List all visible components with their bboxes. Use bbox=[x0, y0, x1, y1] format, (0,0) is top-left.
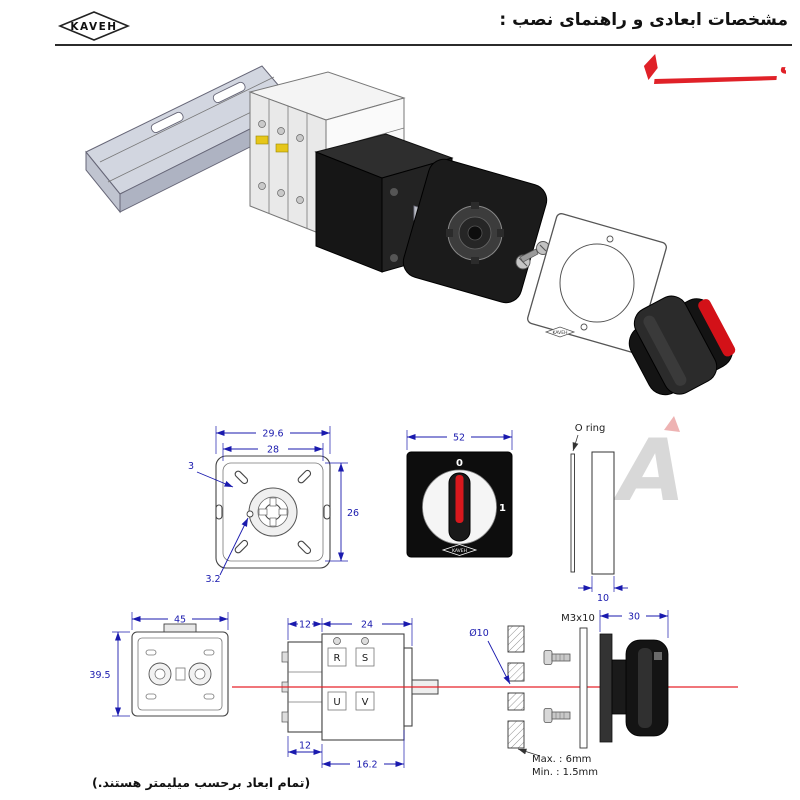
position-one-label: 1 bbox=[499, 503, 506, 514]
exploded-assembly-view: KAVEH bbox=[85, 65, 736, 396]
dim-label-10: 10 bbox=[597, 593, 609, 604]
dim-label-12-bottom: 12 bbox=[299, 741, 311, 752]
terminal-s-label: S bbox=[362, 653, 368, 664]
dim-panel-hole: Ø10 bbox=[469, 628, 511, 685]
position-zero-label: 0 bbox=[456, 458, 463, 469]
header-divider bbox=[55, 44, 792, 46]
dim-rear-height: 26 bbox=[325, 462, 359, 562]
company-logo-bolt-icon bbox=[643, 54, 658, 80]
panel-mount-view: Ø10 M3x10 bbox=[469, 610, 669, 778]
shaft-extension bbox=[591, 451, 615, 575]
faceplate-kaveh-logo: KAVEH bbox=[544, 326, 576, 338]
dim-label-39-5: 39.5 bbox=[89, 670, 110, 681]
watermark-letter: A bbox=[613, 421, 686, 521]
handle-knob bbox=[628, 295, 736, 396]
dim-corner-slot: 3 bbox=[188, 461, 234, 488]
dim-label-24: 24 bbox=[361, 620, 373, 631]
front-kaveh-logo: KAVEH bbox=[441, 544, 478, 556]
dim-label-3-2: 3.2 bbox=[205, 574, 220, 585]
front-logo-text: KAVEH bbox=[452, 548, 467, 554]
dim-label-30: 30 bbox=[628, 612, 640, 623]
thickness-min-label: Min. : 1.5mm bbox=[532, 767, 598, 778]
side-view: R S U V 12 24 12 bbox=[281, 618, 439, 771]
dim-rear-outer: 29.6 bbox=[215, 426, 331, 454]
dim-rear-inner: 28 bbox=[222, 443, 324, 461]
dim-side-top-rear: 12 bbox=[287, 618, 323, 640]
dim-label-dia10: Ø10 bbox=[469, 628, 489, 639]
terminal-u-label: U bbox=[333, 697, 340, 708]
adapter-plate bbox=[402, 158, 548, 304]
dim-side-top-body: 24 bbox=[322, 618, 413, 646]
thickness-max-label: Max. : 6mm bbox=[532, 754, 591, 765]
handle-side-view bbox=[599, 633, 669, 743]
kaveh-logo-text: KAVEH bbox=[70, 21, 117, 33]
rear-dimension-view: 29.6 28 26 3 3.2 bbox=[188, 426, 359, 585]
dim-side-bottom-body: 16.2 bbox=[322, 730, 405, 771]
terminal-r-label: R bbox=[334, 653, 341, 664]
dim-handle-depth: 30 bbox=[599, 610, 669, 638]
company-logo-text: آرتا الکتریک bbox=[779, 51, 786, 79]
dim-label-52: 52 bbox=[453, 433, 465, 444]
knob-red-pointer bbox=[455, 475, 464, 523]
kaveh-logo: KAVEH bbox=[55, 8, 133, 48]
oring-section bbox=[570, 453, 575, 573]
units-note: (تمام ابعاد برحسب میلیمتر هستند.) bbox=[92, 775, 311, 790]
screw-spec-label: M3x10 bbox=[561, 613, 595, 624]
dim-front-width: 52 bbox=[406, 430, 513, 450]
dim-label-16-2: 16.2 bbox=[356, 760, 377, 771]
dim-mount-width: 45 bbox=[131, 612, 229, 630]
faceplate: KAVEH bbox=[527, 213, 667, 353]
panel-thickness-note: Max. : 6mm Min. : 1.5mm bbox=[517, 748, 598, 778]
mounting-screw-top bbox=[543, 650, 571, 665]
terminal-v-label: V bbox=[362, 697, 369, 708]
dim-side-bottom-rear: 12 bbox=[287, 736, 323, 768]
faceplate-logo-text: KAVEH bbox=[553, 330, 568, 336]
kaveh-logo-diamond bbox=[57, 11, 131, 41]
dim-label-26: 26 bbox=[347, 508, 359, 519]
company-logo-swoosh bbox=[654, 76, 777, 84]
mount-view: 45 39.5 bbox=[89, 612, 229, 717]
company-watermark: A bbox=[613, 416, 686, 521]
pilot-hole bbox=[246, 510, 254, 518]
oring-view: O ring 10 bbox=[570, 423, 628, 604]
panel-plate bbox=[507, 625, 525, 749]
dim-pilot-hole: 3.2 bbox=[205, 517, 249, 585]
oring-label: O ring bbox=[575, 423, 606, 434]
faceplate-section bbox=[579, 627, 588, 749]
mounting-screw-bottom bbox=[543, 708, 571, 723]
company-logo: آرتا الکتریک bbox=[606, 46, 800, 92]
dim-oring-width: 10 bbox=[578, 576, 628, 604]
dim-label-29-6: 29.6 bbox=[262, 429, 283, 440]
dim-label-45: 45 bbox=[174, 615, 186, 626]
dim-label-3: 3 bbox=[188, 461, 194, 472]
page-title: مشخصات ابعادی و راهنمای نصب : bbox=[499, 10, 788, 30]
dim-mount-height: 39.5 bbox=[89, 631, 130, 717]
handle-red-stripe bbox=[698, 299, 736, 357]
front-view: 52 0 1 KAVEH bbox=[406, 430, 513, 558]
dim-label-12-top: 12 bbox=[299, 620, 311, 631]
front-knob bbox=[448, 472, 471, 542]
dim-label-28: 28 bbox=[267, 445, 279, 456]
